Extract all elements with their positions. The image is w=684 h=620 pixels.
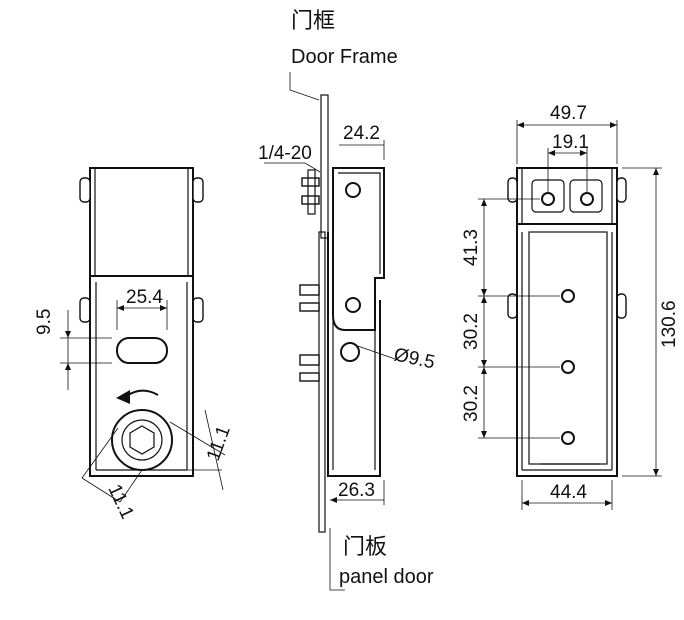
front-view <box>60 167 226 503</box>
back-view <box>478 120 662 510</box>
side-view <box>264 72 399 591</box>
back-overall-height-dim: 130.6 <box>659 300 680 348</box>
back-body-width-dim: 44.4 <box>550 482 587 503</box>
front-slot-height-dim: 9.5 <box>34 309 55 335</box>
front-hex-dim-b: 11.1 <box>103 481 137 522</box>
door-frame-label-cn: 门框 <box>291 8 335 33</box>
back-offset-top-dim: 41.3 <box>461 229 482 266</box>
back-pitch-1-dim: 30.2 <box>461 313 482 350</box>
side-bottom-depth-dim: 26.3 <box>338 480 375 501</box>
panel-door-label-cn: 门板 <box>343 534 387 559</box>
side-thread-dim: 1/4-20 <box>258 143 312 164</box>
panel-door-label-en: panel door <box>339 566 434 588</box>
door-frame-label-en: Door Frame <box>291 46 398 68</box>
back-pitch-2-dim: 30.2 <box>461 385 482 422</box>
side-top-depth-dim: 24.2 <box>343 123 380 144</box>
side-hole-diameter-dim: Ø9.5 <box>392 344 437 373</box>
front-slot-width-dim: 25.4 <box>126 287 163 308</box>
front-hex-dim-a: 11.1 <box>203 423 235 464</box>
back-overall-width-dim: 49.7 <box>550 103 587 124</box>
back-hole-spacing-dim: 19.1 <box>552 132 589 153</box>
